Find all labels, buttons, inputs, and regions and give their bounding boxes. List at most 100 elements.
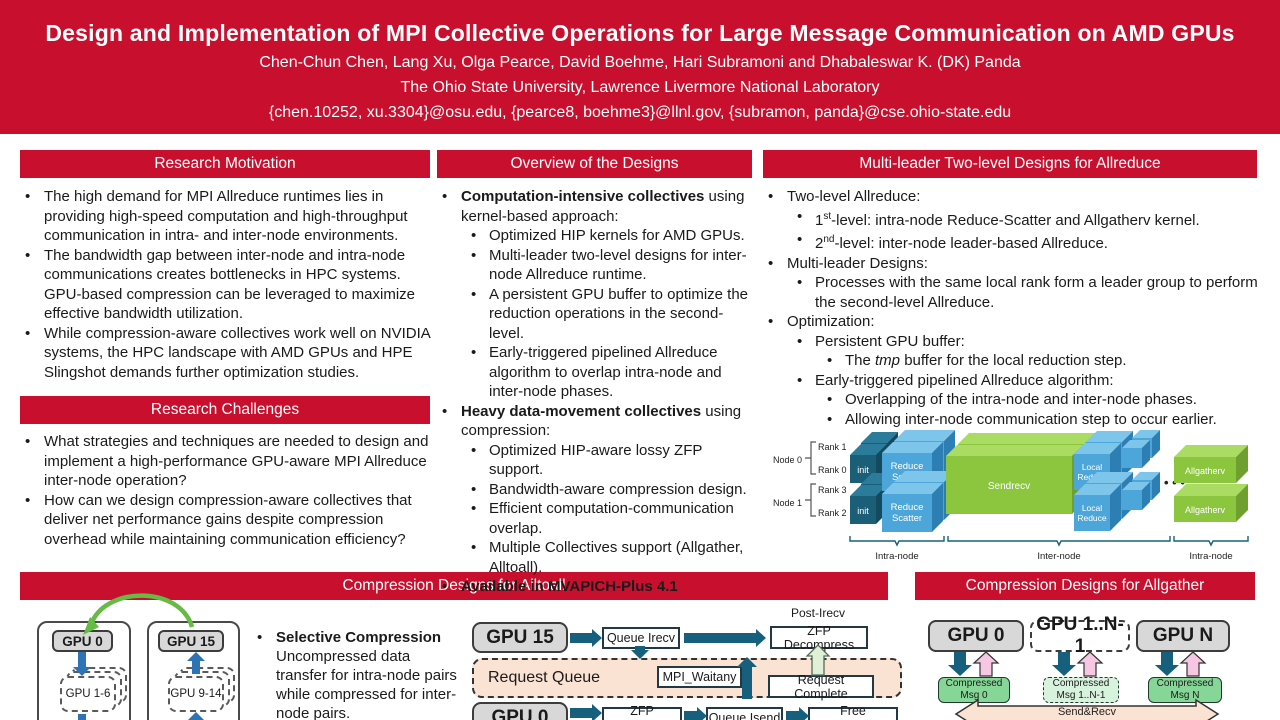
bullet-item: Available in MVAPICH-Plus 4.1 xyxy=(437,577,755,597)
bullet-item: Computation-intensive collectives using … xyxy=(437,187,755,226)
gpu-0-box: GPU 0 xyxy=(928,620,1024,652)
request-complete-box: Request Complete xyxy=(768,673,874,701)
bullet-item: Early-triggered pipelined Allreduce algo… xyxy=(437,343,755,402)
gpu-0-box: GPU 0 xyxy=(472,702,568,720)
small-cube xyxy=(1122,430,1160,510)
inter-node-exchange-arrow xyxy=(89,593,195,628)
poster-authors: Chen-Chun Chen, Lang Xu, Olga Pearce, Da… xyxy=(259,54,1021,71)
node0-bracket xyxy=(805,441,816,475)
poster-title: Design and Implementation of MPI Collect… xyxy=(45,20,1235,46)
svg-text:Local: Local xyxy=(1082,462,1102,472)
bullet-item: What strategies and techniques are neede… xyxy=(20,432,432,491)
up-arrow xyxy=(188,712,204,720)
green-arrowhead xyxy=(83,617,99,635)
intra-node-label: Intra-node xyxy=(1189,551,1232,562)
inter-node-label: Inter-node xyxy=(1037,551,1080,562)
pink-up-arrow xyxy=(1179,651,1207,677)
svg-text:init: init xyxy=(857,465,869,475)
pipeline-arrows xyxy=(570,629,831,720)
bullet-item: Optimized HIP kernels for AMD GPUs. xyxy=(437,226,755,246)
right-arrow xyxy=(570,704,602,720)
up-arrow xyxy=(737,657,757,699)
bullet-item: The high demand for MPI Allreduce runtim… xyxy=(20,187,432,246)
section-header-overview: Overview of the Designs xyxy=(437,150,752,178)
bullet-item: 1st-level: intra-node Reduce-Scatter and… xyxy=(763,207,1263,231)
gpu-0-box: GPU 0 xyxy=(52,630,113,652)
bullet-item: Bandwidth-aware compression design. xyxy=(437,480,755,500)
poster-affiliation: The Ohio State University, Lawrence Live… xyxy=(400,79,880,96)
bullet-item: How can we design compression-aware coll… xyxy=(20,491,432,550)
pink-up-arrow xyxy=(1076,651,1104,677)
svg-text:Reduce: Reduce xyxy=(891,502,924,513)
section-header-allgather: Compression Designs for Allgather xyxy=(915,572,1255,600)
bullet-item: Multiple Collectives support (Allgather,… xyxy=(437,538,755,577)
svg-text:Local: Local xyxy=(1082,503,1102,513)
free-resources-box: Free Resources xyxy=(808,704,898,720)
queue-isend-box: Queue Isend xyxy=(706,707,783,720)
right-arrow xyxy=(570,629,602,647)
zfp-compress-box: ZFP Compress xyxy=(602,704,682,720)
node1-label: Node 1 xyxy=(773,498,802,508)
gpu-15-box: GPU 15 xyxy=(158,630,224,652)
gpu-9-14-box: GPU 9-14 xyxy=(168,676,224,712)
down-arrow xyxy=(1155,652,1179,676)
gpu-1-n-1-box: GPU 1..N-1 xyxy=(1030,614,1130,657)
allgatherv-cube: Allgatherv xyxy=(1174,484,1248,522)
section-header-challenges: Research Challenges xyxy=(20,396,430,424)
down-arrow xyxy=(948,652,972,676)
bullet-item: Selective Compression Uncompressed data … xyxy=(252,628,464,720)
down-arrow xyxy=(78,714,86,720)
down-arrow xyxy=(631,646,649,659)
alltoall-notes: Selective Compression Uncompressed data … xyxy=(252,628,464,720)
down-arrow xyxy=(73,652,91,676)
bullet-item: Processes with the same local rank form … xyxy=(763,273,1263,312)
motivation-body: The high demand for MPI Allreduce runtim… xyxy=(20,187,432,382)
bullet-item: Allowing inter-node communication step t… xyxy=(763,410,1263,430)
bullet-item: Multi-leader Designs: xyxy=(763,254,1263,274)
svg-text:Scatter: Scatter xyxy=(892,513,922,524)
allgatherv-cube: Allgatherv xyxy=(1174,445,1248,483)
section-header-multileader: Multi-leader Two-level Designs for Allre… xyxy=(763,150,1257,178)
intra-node-brace xyxy=(849,536,945,547)
bullet-item: Optimization: xyxy=(763,312,1263,332)
rank3-label: Rank 3 xyxy=(818,485,847,495)
gpu-1-6-box: GPU 1-6 xyxy=(60,676,116,712)
rank1-label: Rank 1 xyxy=(818,442,847,452)
bullet-item: A persistent GPU buffer to optimize the … xyxy=(437,285,755,344)
intra-node-brace xyxy=(1173,536,1249,547)
overview-body: Computation-intensive collectives using … xyxy=(437,187,755,597)
allgather-arrows: Send&Recv xyxy=(948,651,1220,720)
poster-header: Design and Implementation of MPI Collect… xyxy=(0,0,1280,134)
pink-up-arrow xyxy=(972,651,1000,677)
bullet-item: Efficient computation-communication over… xyxy=(437,499,755,538)
challenges-body: What strategies and techniques are neede… xyxy=(20,432,432,549)
down-arrow xyxy=(1052,652,1076,676)
right-arrow xyxy=(684,629,766,647)
green-up-arrow xyxy=(805,644,831,676)
bullet-item: Optimized HIP-aware lossy ZFP support. xyxy=(437,441,755,480)
rank2-label: Rank 2 xyxy=(818,508,847,518)
send-recv-arrow xyxy=(954,698,1220,720)
sendrecv-cube: Sendrecv xyxy=(946,433,1095,514)
up-arrow xyxy=(187,652,205,674)
right-arrow xyxy=(786,707,809,720)
svg-text:Sendrecv: Sendrecv xyxy=(988,481,1030,492)
alltoall-arrows xyxy=(73,593,205,720)
svg-text:Allgatherv: Allgatherv xyxy=(1185,505,1226,515)
gpu-n-box: GPU N xyxy=(1136,620,1230,652)
bullet-item: The bandwidth gap between inter-node and… xyxy=(20,246,432,324)
right-arrow xyxy=(684,707,707,720)
inter-node-brace xyxy=(947,536,1171,547)
svg-text:init: init xyxy=(857,506,869,516)
svg-text:Reduce: Reduce xyxy=(891,461,924,472)
post-irecv-label: Post-Irecv xyxy=(790,606,845,620)
section-header-motivation: Research Motivation xyxy=(20,150,430,178)
bullet-item: Persistent GPU buffer: xyxy=(763,332,1263,352)
svg-text:Allgatherv: Allgatherv xyxy=(1185,466,1226,476)
intra-node-label: Intra-node xyxy=(875,551,918,562)
local-reduce-cube: Local Reduce xyxy=(1074,472,1133,531)
multileader-body: Two-level Allreduce: 1st-level: intra-no… xyxy=(763,187,1263,429)
